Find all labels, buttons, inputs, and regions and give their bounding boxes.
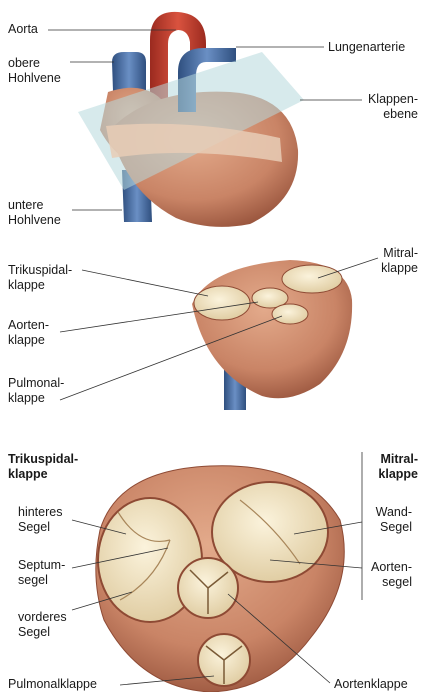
heading-mitral-valve: Mitral- klappe	[350, 452, 418, 482]
label-valve-plane-line1: Klappen-	[358, 92, 418, 107]
base-tricuspid-ring	[194, 286, 250, 320]
base-pulmonary-ring	[272, 304, 308, 324]
label-posterior-leaflet: hinteres Segel	[18, 505, 62, 535]
label-inferior-vena-cava-line1: untere	[8, 198, 61, 213]
label-mitral-valve: Mitral- klappe	[358, 246, 418, 276]
label-tricuspid-valve: Trikuspidal- klappe	[8, 263, 72, 293]
label-septal-leaflet: Septum- segel	[18, 558, 65, 588]
label-inferior-vena-cava: untere Hohlvene	[8, 198, 61, 228]
base-mitral-ring	[282, 265, 342, 293]
label-aortic-leaflet-line2: segel	[358, 575, 412, 590]
label-pulmonary-line2: klappe	[8, 391, 64, 406]
label-septal-line1: Septum-	[18, 558, 65, 573]
label-aortic-leaflet-line1: Aorten-	[358, 560, 412, 575]
label-anterior-line1: vorderes	[18, 610, 67, 625]
label-valve-plane: Klappen- ebene	[358, 92, 418, 122]
label-superior-vena-cava-line1: obere	[8, 56, 61, 71]
label-mitral-line2: klappe	[358, 261, 418, 276]
valve-plane-top-view	[96, 466, 344, 692]
label-tricuspid-line2: klappe	[8, 278, 72, 293]
heading-mitral-line2: klappe	[350, 467, 418, 482]
label-tricuspid-line1: Trikuspidal-	[8, 263, 72, 278]
label-mural-leaflet: Wand- Segel	[358, 505, 412, 535]
label-valve-plane-line2: ebene	[358, 107, 418, 122]
heart-base-view	[192, 260, 352, 410]
label-pulmonary-artery: Lungenarterie	[328, 40, 405, 55]
label-mitral-line1: Mitral-	[358, 246, 418, 261]
heading-mitral-line1: Mitral-	[350, 452, 418, 467]
label-anterior-leaflet: vorderes Segel	[18, 610, 67, 640]
label-mural-line1: Wand-	[358, 505, 412, 520]
heading-tricuspid-line1: Trikuspidal-	[8, 452, 78, 467]
label-mural-line2: Segel	[358, 520, 412, 535]
heart-front-view	[78, 12, 304, 227]
label-septal-line2: segel	[18, 573, 65, 588]
label-inferior-vena-cava-line2: Hohlvene	[8, 213, 61, 228]
heading-tricuspid-valve: Trikuspidal- klappe	[8, 452, 78, 482]
label-aortic-valve: Aorten- klappe	[8, 318, 49, 348]
label-pulmonary-valve: Pulmonal- klappe	[8, 376, 64, 406]
label-pulmonary-valve-bottom: Pulmonalklappe	[8, 677, 97, 692]
label-aortic-line2: klappe	[8, 333, 49, 348]
heading-tricuspid-line2: klappe	[8, 467, 78, 482]
label-aortic-line1: Aorten-	[8, 318, 49, 333]
label-anterior-line2: Segel	[18, 625, 67, 640]
label-pulmonary-line1: Pulmonal-	[8, 376, 64, 391]
label-aortic-valve-bottom: Aortenklappe	[334, 677, 408, 692]
label-aorta: Aorta	[8, 22, 38, 37]
label-posterior-line2: Segel	[18, 520, 62, 535]
label-superior-vena-cava-line2: Hohlvene	[8, 71, 61, 86]
label-aortic-leaflet: Aorten- segel	[358, 560, 412, 590]
label-posterior-line1: hinteres	[18, 505, 62, 520]
label-superior-vena-cava: obere Hohlvene	[8, 56, 61, 86]
